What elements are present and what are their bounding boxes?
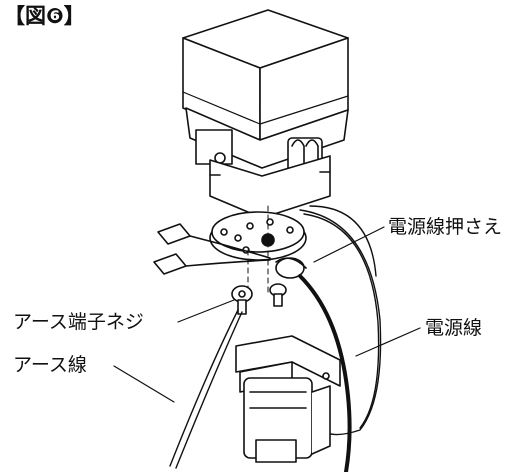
figure-title: 【図❻】 [4, 4, 85, 28]
power-cable [298, 205, 382, 472]
label-cable-clamp: 電源線押さえ [388, 216, 503, 238]
earth-wire [169, 309, 243, 469]
mounting-plate [209, 205, 307, 297]
label-earth-screw: アース端子ネジ [13, 311, 144, 333]
leader-lines [113, 226, 421, 403]
lower-box [235, 335, 341, 463]
enclosure-box [182, 9, 349, 141]
label-power-cable: 電源線 [425, 317, 483, 339]
base-housing [185, 107, 349, 219]
cable-clamp [275, 257, 307, 279]
label-earth-wire: アース線 [13, 354, 87, 376]
ring-terminals [153, 223, 271, 275]
earth-terminal-screw [231, 283, 287, 315]
